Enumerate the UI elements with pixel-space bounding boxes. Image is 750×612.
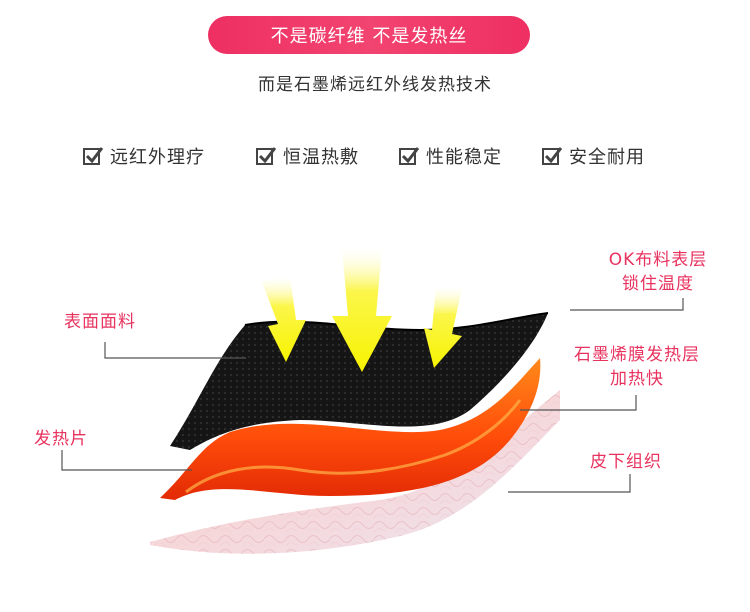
- feature-label: 性能稳定: [426, 147, 502, 168]
- feature-list: 远红外理疗 恒温热敷 性能稳定 安全耐用: [0, 143, 750, 173]
- checkbox-checked-icon: [542, 147, 563, 165]
- feature-item: 恒温热敷: [255, 143, 359, 169]
- label-heating-sheet: 发热片: [34, 429, 88, 449]
- label-ok-fabric-line2: 锁住温度: [622, 274, 694, 294]
- label-graphene-line2: 加热快: [610, 369, 664, 389]
- heat-arrow-icon: [424, 286, 462, 368]
- heat-arrow-icon: [332, 248, 392, 372]
- label-ok-fabric: OK布料表层 锁住温度: [598, 248, 718, 296]
- checkbox-checked-icon: [83, 147, 104, 165]
- layer-illustration: [61, 248, 684, 554]
- graphene-heat-layer: [160, 358, 541, 500]
- surface-fabric-layer: [170, 313, 548, 450]
- checkbox-checked-icon: [399, 147, 420, 165]
- label-ok-fabric-line1: OK布料表层: [608, 250, 708, 270]
- feature-label: 远红外理疗: [110, 147, 205, 168]
- label-subcutaneous: 皮下组织: [590, 452, 662, 472]
- label-surface-fabric: 表面面料: [64, 312, 136, 332]
- feature-label: 安全耐用: [569, 147, 645, 168]
- layer-diagram: 表面面料 发热片 OK布料表层 锁住温度 石墨烯膜发热层 加热快 皮下组织: [0, 200, 750, 612]
- label-graphene-line1: 石墨烯膜发热层: [574, 345, 700, 365]
- checkbox-checked-icon: [256, 147, 277, 165]
- label-graphene-layer: 石墨烯膜发热层 加热快: [563, 343, 711, 391]
- feature-item: 远红外理疗: [82, 143, 205, 169]
- feature-label: 恒温热敷: [283, 147, 359, 168]
- feature-item: 性能稳定: [398, 143, 502, 169]
- subtitle: 而是石墨烯远红外线发热技术: [258, 75, 492, 95]
- leader-lines: [61, 298, 684, 493]
- feature-item: 安全耐用: [541, 143, 645, 169]
- headline-pill: 不是碳纤维 不是发热丝: [208, 16, 530, 54]
- heat-arrow-icon: [262, 276, 306, 362]
